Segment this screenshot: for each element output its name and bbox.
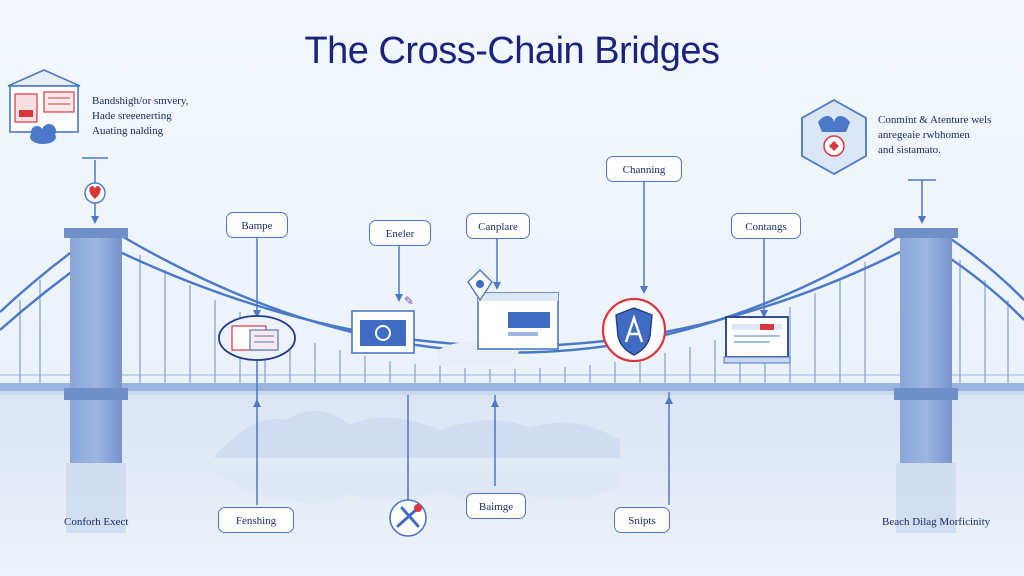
top-right-note-line: Conmint & Atenture wels — [878, 114, 992, 126]
shield-node-icon — [601, 297, 667, 363]
heart-icon — [84, 182, 106, 204]
hexagon-shield-icon — [801, 98, 867, 176]
tower-right — [894, 228, 958, 533]
post-caps — [82, 157, 936, 181]
svg-text:✎: ✎ — [404, 294, 414, 308]
footer-right-label: Beach Dilag Morficinity — [882, 516, 991, 528]
label-box-baimge: Baimge — [466, 493, 526, 519]
bank-icon — [7, 69, 81, 144]
label-box-fenshing: Fenshing — [218, 507, 294, 533]
screen-node-icon: ✎ — [351, 294, 415, 354]
label-box-bampe: Bampe — [226, 212, 288, 238]
arrowheads — [91, 216, 926, 407]
top-right-note-line: and sistamato. — [878, 144, 941, 156]
top-left-note-line: Hade sreeenerting — [92, 110, 172, 122]
footer-left-label: Conforh Exect — [64, 516, 129, 528]
top-left-note: Bandshigh/or smvery, Hade sreeenerting A… — [92, 94, 188, 139]
label-box-snipts: Snipts — [614, 507, 670, 533]
connector-lines — [94, 160, 923, 505]
top-right-note: Conmint & Atenture wels anregeaie rwbhom… — [878, 113, 991, 158]
laptop-node-icon — [436, 269, 559, 366]
label-box-contangs: Contangs — [731, 213, 801, 239]
top-left-note-line: Auating nalding — [92, 125, 164, 137]
top-left-note-line: Bandshigh/or smvery, — [92, 95, 189, 107]
label-box-channing: Channing — [606, 156, 682, 182]
tower-left — [64, 228, 128, 533]
tools-icon — [389, 499, 427, 537]
document-node-icon — [218, 315, 296, 361]
top-right-note-line: anregeaie rwbhomen — [878, 129, 970, 141]
label-box-canplare: Canplare — [466, 213, 530, 239]
label-box-eneler: Eneler — [369, 220, 431, 246]
bridge-deck — [0, 383, 1024, 391]
monitor-node-icon — [723, 316, 791, 364]
bridge-deck-shadow — [0, 391, 1024, 395]
page-title: The Cross-Chain Bridges — [304, 30, 720, 72]
hills — [215, 410, 620, 458]
